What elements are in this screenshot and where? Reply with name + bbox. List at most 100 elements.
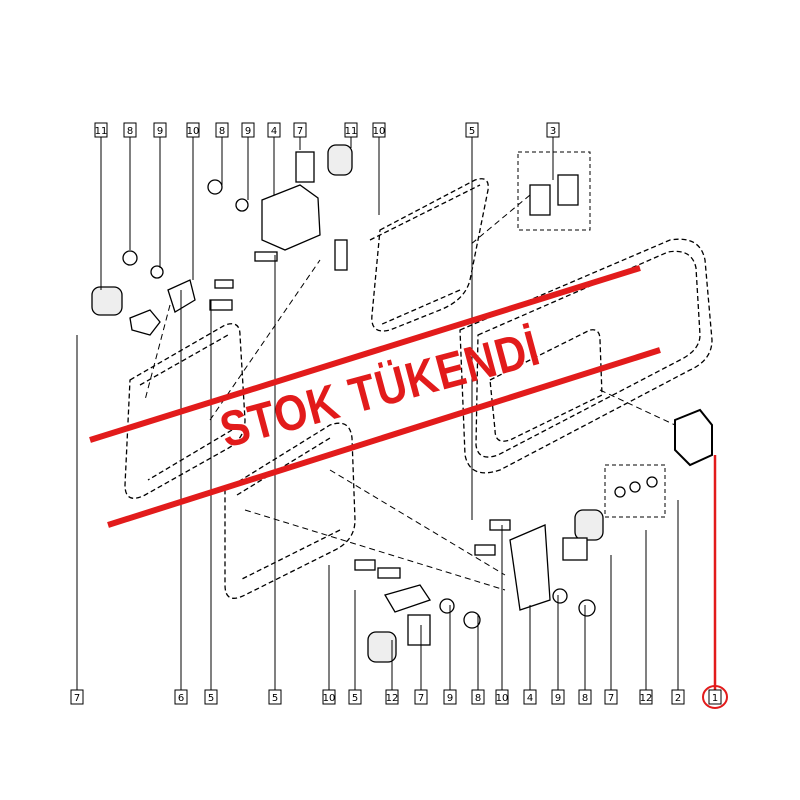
callout-4[interactable]: 4 (523, 605, 537, 705)
callout-number: 10 (373, 126, 386, 137)
callout-4[interactable]: 4 (267, 122, 281, 195)
callout-8[interactable]: 8 (471, 615, 485, 705)
callout-9[interactable]: 9 (241, 122, 255, 200)
highlight-circle (702, 685, 728, 709)
callout-number: 9 (447, 693, 453, 704)
callout-12[interactable]: 12 (385, 640, 399, 705)
callout-number: 9 (157, 126, 163, 137)
part-10-screw (214, 279, 234, 289)
callout-9[interactable]: 9 (551, 595, 565, 705)
callout-number: 5 (272, 693, 278, 704)
part-9-washer (150, 265, 164, 279)
callout-number: 10 (187, 126, 200, 137)
callout-number: 4 (271, 126, 277, 137)
callout-6[interactable]: 6 (174, 290, 188, 705)
part-3-clip (529, 184, 551, 216)
part-10-screw (489, 519, 511, 531)
callout-7[interactable]: 7 (414, 625, 428, 705)
part-8-bolt (122, 250, 138, 266)
part-3-group-box (517, 151, 591, 231)
part-10-screw (354, 559, 376, 571)
part-7-clip (129, 309, 161, 336)
part-5-screw (209, 299, 233, 311)
callout-number: 2 (675, 693, 681, 704)
part-1-latch-handle (674, 408, 713, 467)
callout-5[interactable]: 5 (268, 255, 282, 705)
callout-number: 5 (208, 693, 214, 704)
part-12-bushing (367, 631, 397, 663)
stamp-line-top (89, 265, 641, 443)
callout-number: 6 (178, 693, 184, 704)
part-hinge (384, 584, 432, 613)
callout-5[interactable]: 5 (465, 122, 479, 520)
callout-7[interactable]: 7 (293, 122, 307, 150)
part-3-clip (557, 174, 579, 206)
part-5-screw (474, 544, 496, 556)
callout-8[interactable]: 8 (123, 122, 137, 250)
part-4-latch (261, 184, 321, 251)
part-12-bushing (574, 509, 604, 541)
window-outline-left (124, 323, 246, 499)
callout-number: 5 (469, 126, 475, 137)
callout-number: 8 (127, 126, 133, 137)
callout-5[interactable]: 5 (204, 300, 218, 705)
stamp-line-bottom (107, 347, 661, 528)
callout-number: 7 (418, 693, 424, 704)
part-11-bushing (327, 144, 353, 176)
part-9-washer (552, 588, 568, 604)
callout-12[interactable]: 12 (639, 530, 653, 705)
part-9-washer (439, 598, 455, 614)
part-5-screw (254, 251, 278, 262)
callout-9[interactable]: 9 (153, 122, 167, 268)
callout-11[interactable]: 11 (94, 122, 108, 290)
callout-number: 9 (555, 693, 561, 704)
callout-9[interactable]: 9 (443, 605, 457, 705)
callout-1[interactable]: 1 (702, 455, 728, 709)
callout-number: 7 (297, 126, 303, 137)
part-5-screw (377, 567, 401, 579)
window-outline-upper (371, 178, 489, 332)
window-outline-front (224, 422, 356, 599)
callout-7[interactable]: 7 (604, 555, 618, 705)
part-9-washer (235, 198, 249, 212)
callout-number: 11 (95, 126, 108, 137)
part-7-clip (295, 151, 315, 183)
callout-number: 9 (245, 126, 251, 137)
callout-10[interactable]: 10 (372, 122, 386, 215)
callout-number: 10 (323, 693, 336, 704)
callout-number: 1 (712, 693, 718, 704)
window-outlines (124, 178, 713, 599)
callout-number: 10 (496, 693, 509, 704)
part-2-rivets (646, 476, 658, 488)
part-8-bolt (207, 179, 223, 195)
part-8-bolt (578, 599, 596, 617)
callout-7[interactable]: 7 (70, 335, 84, 705)
callout-10[interactable]: 10 (322, 565, 336, 705)
callout-11[interactable]: 11 (344, 122, 358, 148)
callout-number: 12 (640, 693, 653, 704)
part-7-clip (562, 537, 588, 561)
callout-10[interactable]: 10 (186, 122, 200, 280)
part-11-bushing (91, 286, 123, 316)
part-8-bolt (463, 611, 481, 629)
callout-number: 8 (219, 126, 225, 137)
callout-number: 8 (475, 693, 481, 704)
callout-5[interactable]: 5 (348, 590, 362, 705)
callout-number: 8 (582, 693, 588, 704)
callout-number: 7 (608, 693, 614, 704)
part-7-clip (407, 614, 431, 646)
callout-number: 7 (74, 693, 80, 704)
callout-number: 4 (527, 693, 533, 704)
callout-3[interactable]: 3 (546, 122, 560, 180)
part-2-group-box (604, 464, 666, 518)
callout-number: 5 (352, 693, 358, 704)
callout-8[interactable]: 8 (215, 122, 229, 185)
callout-10[interactable]: 10 (495, 525, 509, 705)
part-4-latch (509, 524, 551, 611)
callout-number: 11 (345, 126, 358, 137)
callout-2[interactable]: 2 (671, 500, 685, 705)
part-10-screw (334, 239, 348, 271)
callout-8[interactable]: 8 (578, 605, 592, 705)
